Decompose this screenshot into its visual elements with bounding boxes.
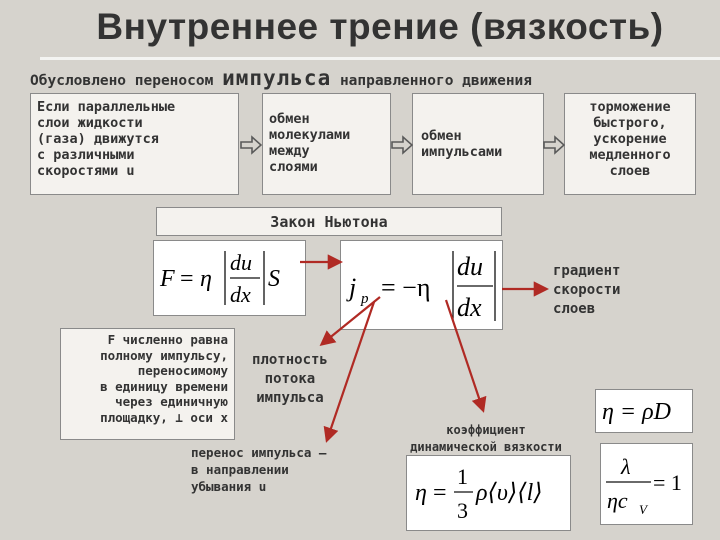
flow-line: обмен bbox=[269, 111, 310, 127]
formula-term: p bbox=[360, 291, 369, 307]
flow-box-impulse-exchange: обмен импульсами bbox=[412, 93, 544, 195]
formula-term: η = ρD bbox=[602, 399, 671, 425]
note-line: переносимому bbox=[137, 363, 228, 378]
flow-line: быстрого, bbox=[593, 115, 667, 131]
flow-line: молекулами bbox=[269, 127, 351, 143]
arrow-to-transfer bbox=[323, 301, 376, 443]
label-line: убывания u bbox=[191, 479, 267, 494]
formula-term: 3 bbox=[457, 498, 468, 523]
subtitle-post: направленного движения bbox=[339, 73, 533, 89]
label-line: скорости bbox=[553, 282, 621, 298]
subtitle-pre: Обусловлено переносом bbox=[30, 73, 214, 89]
formula-term: j bbox=[346, 273, 356, 302]
formula-term: dx bbox=[457, 293, 482, 322]
formula-term: dx bbox=[230, 282, 251, 307]
gradient-label: градиент скорости слоев bbox=[553, 262, 620, 319]
label-line: коэффициент bbox=[446, 423, 526, 437]
flow-box-braking: торможение быстрого, ускорение медленног… bbox=[564, 93, 696, 195]
formula-diffusion: η = ρD bbox=[595, 389, 693, 433]
formula-term: η bbox=[415, 480, 427, 506]
label-line: в направлении bbox=[191, 462, 289, 477]
flow-line: (газа) движутся bbox=[37, 131, 159, 147]
label-line: плотность bbox=[252, 352, 328, 368]
flow-line: торможение bbox=[589, 99, 671, 115]
formula-term: = 1 bbox=[653, 470, 682, 495]
flow-arrow-icon bbox=[391, 135, 413, 155]
transfer-label: перенос импульса – в направлении убывани… bbox=[191, 444, 326, 495]
flow-line: слоев bbox=[609, 163, 651, 179]
flow-line: слои жидкости bbox=[37, 115, 143, 131]
formula-term: V bbox=[639, 502, 649, 517]
note-line: в единицу времени bbox=[100, 378, 228, 394]
arrow-to-density bbox=[319, 296, 381, 346]
formula-flux: j p = −η du dx bbox=[340, 240, 503, 330]
newton-law-title: Закон Ньютона bbox=[156, 207, 502, 236]
formula-force: F = η du dx S bbox=[153, 240, 306, 316]
label-line: слоев bbox=[553, 301, 596, 317]
formula-term: η bbox=[200, 266, 212, 292]
label-line: перенос импульса – bbox=[191, 445, 327, 460]
label-line: динамической вязкости bbox=[410, 440, 562, 454]
flow-arrow-icon bbox=[240, 135, 262, 155]
formula-term: 1 bbox=[457, 464, 468, 489]
flow-line: импульсами bbox=[421, 144, 503, 160]
flow-line: ускорение bbox=[593, 131, 667, 147]
flow-line: с различными bbox=[37, 147, 135, 163]
formula-term: F bbox=[159, 266, 175, 292]
note-line: площадку, ⊥ оси x bbox=[100, 409, 228, 425]
formula-term: = bbox=[180, 266, 194, 292]
formula-term: S bbox=[268, 266, 280, 292]
page-title: Внутреннее трение (вязкость) bbox=[96, 6, 664, 47]
subtitle: Обусловлено переносом импульса направлен… bbox=[30, 66, 532, 90]
flow-line: слоями bbox=[269, 159, 318, 175]
label-line: потока bbox=[264, 371, 316, 387]
flow-line: Если параллельные bbox=[37, 99, 176, 115]
arrow-to-coef bbox=[444, 299, 487, 413]
formula-kinetic: η = 1 3 ρ⟨υ⟩⟨l⟩ bbox=[406, 455, 571, 531]
flow-line: между bbox=[269, 143, 310, 159]
formula-term: λ bbox=[620, 454, 631, 479]
formula-ratio: λ ηc V = 1 bbox=[600, 443, 693, 525]
flow-arrow-icon bbox=[543, 135, 565, 155]
formula-term: ρ⟨υ⟩⟨l⟩ bbox=[475, 480, 543, 506]
title-underline bbox=[40, 57, 720, 60]
formula-term: = −η bbox=[381, 273, 430, 302]
density-label: плотность потока импульса bbox=[252, 351, 328, 408]
flow-box-molecule-exchange: обмен молекулами между слоями bbox=[262, 93, 391, 195]
formula-term: du bbox=[230, 250, 252, 275]
subtitle-emph: импульса bbox=[222, 66, 332, 90]
label-line: градиент bbox=[553, 263, 621, 279]
label-line: импульса bbox=[256, 390, 324, 406]
note-line: F численно равна bbox=[107, 332, 228, 347]
formula-term: ηc bbox=[607, 488, 628, 513]
flow-line: медленного bbox=[589, 147, 671, 163]
formula-term: du bbox=[457, 252, 483, 281]
flow-box-layers: Если параллельные слои жидкости (газа) д… bbox=[30, 93, 239, 195]
formula-term: = bbox=[433, 480, 447, 506]
force-note: F численно равна полному импульсу, перен… bbox=[60, 328, 235, 440]
note-line: через единичную bbox=[115, 394, 228, 409]
viscosity-coef-label: коэффициент динамической вязкости bbox=[401, 422, 571, 456]
note-line: полному импульсу, bbox=[100, 347, 228, 363]
flow-line: скоростями u bbox=[37, 163, 135, 179]
flow-line: обмен bbox=[421, 128, 462, 144]
